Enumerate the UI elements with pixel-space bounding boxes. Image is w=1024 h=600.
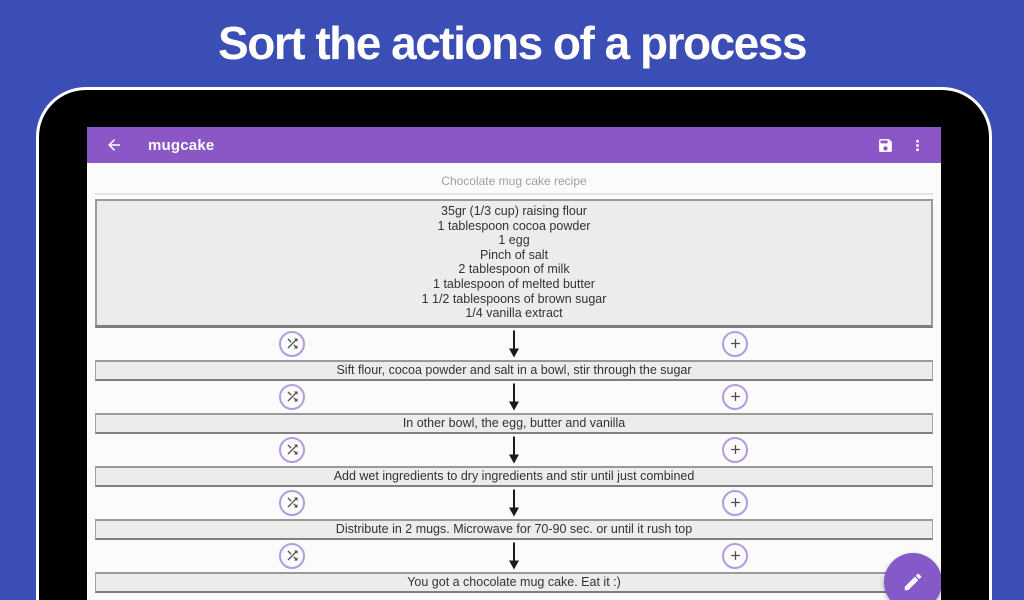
ingredient-line: 1 egg (498, 233, 530, 248)
step-text: Add wet ingredients to dry ingredients a… (333, 469, 695, 484)
add-step-button[interactable] (722, 383, 748, 410)
banner: Sort the actions of a process (0, 0, 1024, 86)
step-box[interactable]: Sift flour, cocoa powder and salt in a b… (95, 359, 933, 381)
ingredient-line: Pinch of salt (479, 247, 549, 262)
down-arrow-icon (507, 436, 521, 464)
steps-container: Sift flour, cocoa powder and salt in a b… (87, 328, 941, 593)
ingredient-line: 1 1/2 tablespoons of brown sugar (421, 291, 607, 306)
ingredient-line: 35gr (1/3 cup) raising flour (441, 204, 587, 218)
down-arrow-icon (507, 330, 521, 358)
add-step-button[interactable] (722, 330, 748, 357)
step-box[interactable]: Distribute in 2 mugs. Microwave for 70-9… (95, 518, 933, 540)
step-box[interactable]: You got a chocolate mug cake. Eat it :) (95, 571, 933, 593)
step-connector (87, 540, 941, 572)
banner-title: Sort the actions of a process (218, 17, 807, 69)
step-connector (87, 487, 941, 519)
app-screen: mugcake Chocolate mug cake recipe 35gr (… (87, 127, 941, 600)
step-connector (87, 381, 941, 413)
toolbar: mugcake (87, 127, 941, 163)
recipe-title-field[interactable]: Chocolate mug cake recipe (441, 174, 587, 188)
step-box[interactable]: Add wet ingredients to dry ingredients a… (95, 465, 933, 487)
step-connector (87, 328, 941, 360)
ingredient-line: 1 tablespoon cocoa powder (437, 218, 591, 233)
step-text: Sift flour, cocoa powder and salt in a b… (336, 363, 692, 378)
add-step-button[interactable] (722, 436, 748, 463)
overflow-menu-icon[interactable] (905, 133, 929, 157)
recipe-title-underline (95, 193, 933, 195)
step-box[interactable]: In other bowl, the egg, butter and vanil… (95, 412, 933, 434)
edit-fab-button[interactable] (884, 553, 941, 600)
back-arrow-icon[interactable] (102, 133, 126, 157)
down-arrow-icon (507, 489, 521, 517)
edit-pencil-icon (902, 571, 924, 593)
add-step-button[interactable] (722, 489, 748, 516)
step-text: In other bowl, the egg, butter and vanil… (402, 416, 626, 431)
step-connector (87, 434, 941, 466)
add-step-button[interactable] (722, 542, 748, 569)
shuffle-button[interactable] (279, 436, 305, 463)
step-text: You got a chocolate mug cake. Eat it :) (407, 575, 621, 590)
down-arrow-icon (507, 542, 521, 570)
ingredient-line: 1 tablespoon of melted butter (433, 276, 595, 291)
step-text: Distribute in 2 mugs. Microwave for 70-9… (335, 522, 693, 537)
ingredient-line: 1/4 vanilla extract (465, 306, 563, 321)
down-arrow-icon (507, 383, 521, 411)
save-icon[interactable] (873, 133, 897, 157)
shuffle-button[interactable] (279, 330, 305, 357)
toolbar-title: mugcake (148, 136, 215, 154)
ingredient-line: 2 tablespoon of milk (458, 262, 570, 277)
shuffle-button[interactable] (279, 383, 305, 410)
shuffle-button[interactable] (279, 489, 305, 516)
shuffle-button[interactable] (279, 542, 305, 569)
